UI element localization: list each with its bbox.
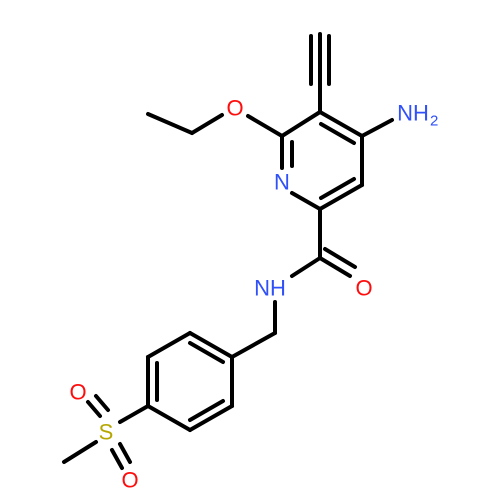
bond-c4-amino [360,118,394,138]
amino-label: NH [397,101,429,126]
bond-ethyl-ch3 [146,112,194,135]
amino-subscript: 2 [430,113,438,130]
atom-labels: N O NH 2 O NH S O O [69,96,438,493]
bond-c5-c4-inner [319,122,356,145]
bond-sulfur-methyl [62,440,98,464]
bond-so-bottom-a [110,448,124,470]
bond-oxygen-c6 [246,114,284,138]
bond-ar-c5-c6-inner [188,399,225,422]
bond-ch2-benzyl [230,331,277,359]
bond-c2-n1 [290,191,322,211]
bond-carbonyl-double-b [323,247,357,269]
amide-nitrogen-label: NH [254,276,286,301]
bond-carbonyl-double-a [318,256,352,278]
bond-ar-c2-c3 [146,331,192,359]
bond-so-top-a [86,400,102,418]
bond-c3-c2-inner [319,177,356,200]
bond-carbonyl-amide-n [290,256,322,278]
bond-ar-sulfur [118,404,150,424]
sulfur-label: S [99,420,114,445]
bond-ethyl-ch2 [190,113,224,135]
bond-ar-c1-c2-inner [188,341,225,364]
bond-ar-c1-c2 [188,331,234,359]
bond-so-top-b [94,394,110,412]
bonds [62,32,394,470]
ether-oxygen-label: O [226,96,243,121]
bond-ar-c4-c5 [146,404,192,432]
carbonyl-oxygen-label: O [355,276,372,301]
sulfonyl-oxygen-top-label: O [69,380,86,405]
bond-c5-c4 [318,110,364,138]
bond-c3-c2 [318,183,364,211]
sulfonyl-oxygen-bottom-label: O [121,468,138,493]
bond-ar-c5-c6 [188,404,234,432]
ring-nitrogen-label: N [274,170,290,195]
bond-so-bottom-b [118,442,132,464]
bond-c6-c5 [280,110,322,138]
